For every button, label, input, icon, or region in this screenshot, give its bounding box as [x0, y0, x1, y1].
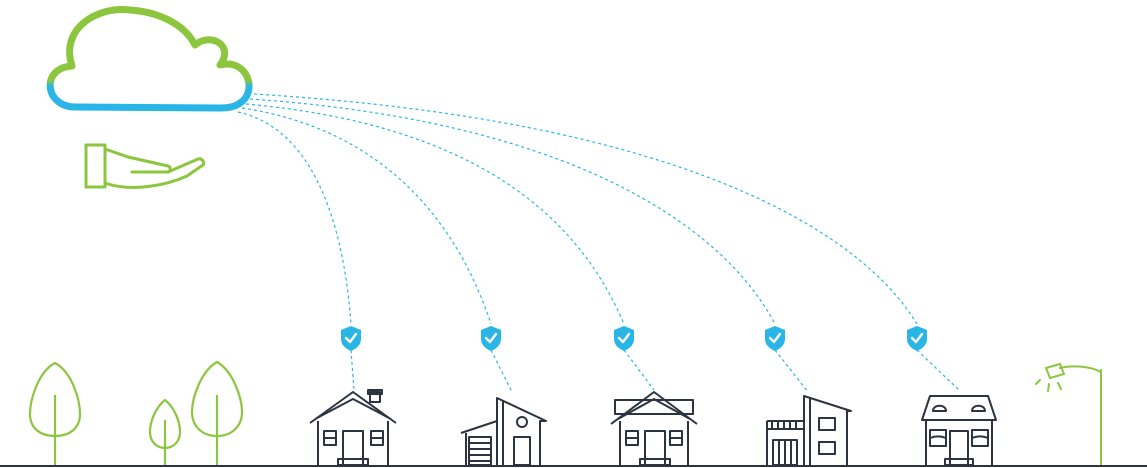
connection-line [623, 349, 655, 391]
connection-line [916, 349, 960, 391]
shield-check-icon [907, 326, 927, 351]
connection-line [241, 107, 492, 325]
street-lamp-icon [1035, 362, 1102, 466]
shield-check-icon [341, 326, 361, 351]
connection-line [490, 349, 513, 393]
house-gable-icon [610, 391, 698, 466]
connection-line [774, 349, 809, 393]
house-porch-icon [766, 395, 852, 466]
house-dormer-icon [921, 395, 997, 466]
connection-line [253, 93, 918, 325]
open-hand-icon [84, 143, 206, 189]
connection-line [350, 349, 355, 391]
connection-line [237, 111, 352, 325]
shield-check-icon [765, 326, 785, 351]
connection-lines [237, 93, 960, 393]
cloud-icon [46, 6, 253, 112]
tree-icon [28, 361, 82, 465]
house-garage-icon [460, 397, 547, 466]
shield-check-icon [481, 326, 501, 351]
shields [341, 326, 927, 351]
shield-check-icon [614, 326, 634, 351]
connection-line [249, 98, 776, 325]
house-chimney-icon [309, 389, 397, 466]
tree-icon [148, 398, 182, 465]
connection-line [245, 103, 625, 325]
tree-icon [190, 360, 244, 465]
